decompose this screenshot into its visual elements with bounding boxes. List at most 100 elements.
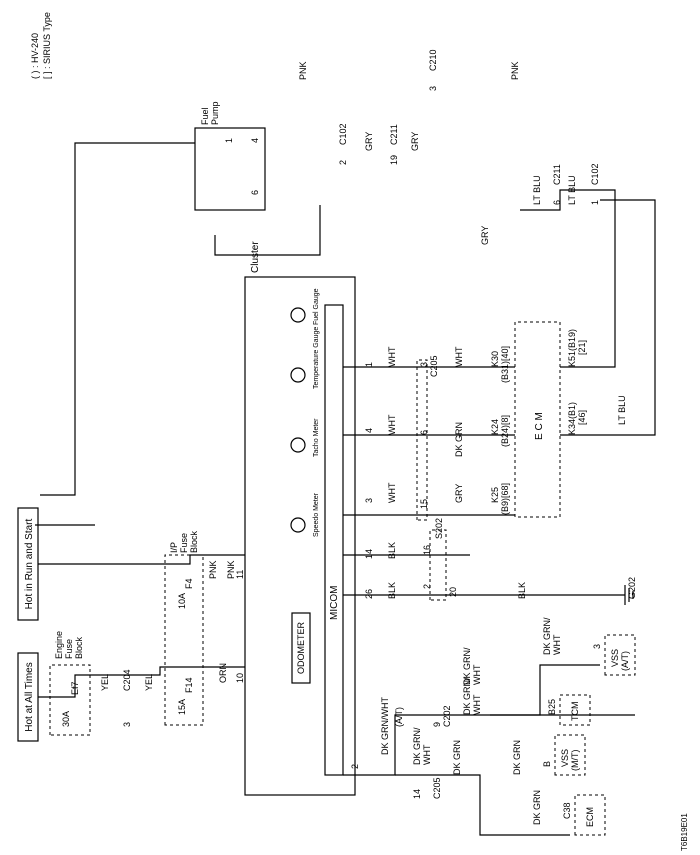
- wire-wht-ecm: WHT: [454, 346, 464, 367]
- wire-ltblu-top-2: LT BLU: [567, 175, 577, 205]
- fuse-f4-id: F4: [184, 578, 194, 589]
- wire-dkgrn-ecm: DK GRN: [454, 422, 464, 457]
- wire-blk-1: BLK: [387, 582, 397, 599]
- c205-label: C205: [429, 355, 439, 377]
- legend-round: ( ) : HV-240: [30, 33, 40, 79]
- wire-dkgrn-mt: DK GRN: [512, 740, 522, 775]
- wire-pnk-1: PNK: [208, 560, 218, 579]
- fuse-f14-id: F14: [184, 677, 194, 693]
- wire-pnk-top-1: PNK: [298, 61, 308, 80]
- fuel-pump-label-1: Fuel: [200, 107, 210, 125]
- ip-fuse-block: [164, 554, 204, 726]
- c211-label-right: C211: [552, 164, 562, 185]
- s202-pin-16: 16: [422, 545, 432, 555]
- ecm-small-box: [574, 794, 606, 836]
- c211-pin-6: 6: [552, 200, 562, 205]
- ecm-block: [514, 321, 561, 518]
- c211-label-top: C211: [389, 124, 399, 145]
- vss-at-label-1: VSS: [610, 649, 620, 667]
- wire-ltblu-ecm: LT BLU: [617, 395, 627, 425]
- wire-gry-top: GRY: [364, 132, 374, 151]
- cluster-pin-2: 2: [350, 764, 360, 769]
- c102-label-right: C102: [590, 163, 600, 185]
- wire-pnk-2: PNK: [226, 560, 236, 579]
- cluster-pin-11: 11: [235, 570, 245, 579]
- wire-dkgrnwht-at: DK GRN/WHT: [380, 697, 390, 755]
- c205-pin-14: 14: [412, 789, 422, 799]
- wire-pnk-top-2: PNK: [510, 61, 520, 80]
- wire-wht-1: WHT: [387, 346, 397, 367]
- wire-gry-mid: GRY: [480, 226, 490, 245]
- c210-label: C210: [428, 49, 438, 71]
- wire-yel-2: YEL: [144, 674, 154, 691]
- vss-mt-label-1: VSS: [560, 749, 570, 767]
- c210-pin: 3: [428, 86, 438, 91]
- conn-c204-pin: 3: [122, 722, 132, 727]
- cluster-pin-3: 3: [364, 498, 374, 503]
- c102-pin-1: 1: [590, 200, 600, 205]
- c102-label-top: C102: [338, 123, 348, 145]
- wire-ltblu-top: LT BLU: [532, 175, 542, 205]
- wire-dkgrnwht-c1: DK GRN/: [462, 647, 472, 685]
- wire-gry-top-2: GRY: [410, 132, 420, 151]
- s202-pin-20: 20: [448, 587, 458, 597]
- figure-code: T6B19E01: [680, 813, 689, 851]
- wire-dkgrn-ecm-small: DK GRN: [532, 790, 542, 825]
- hot-in-run-start-label: Hot in Run and Start: [24, 518, 35, 609]
- engine-fuse-block: [49, 664, 91, 736]
- wire-dkgrn-lower: DK GRN: [452, 740, 462, 775]
- ecm-small-label: ECM: [585, 807, 595, 827]
- c205-connector: [416, 359, 428, 521]
- ecm-k24-1: K24: [490, 419, 500, 435]
- wire-dkgrnwht-d1: DK GRN/: [542, 617, 552, 655]
- s202-pin-2: 2: [422, 584, 432, 589]
- cluster-pin-14: 14: [364, 549, 374, 559]
- ecm-k30-1: K30: [490, 351, 500, 367]
- fuse-f4-amp: 10A: [177, 593, 187, 609]
- c102-pin-2: 2: [338, 160, 348, 165]
- ip-fuse-label-2: Fuse: [179, 533, 189, 553]
- wire-at: (A/T): [394, 707, 404, 727]
- vss-mt-box: [554, 734, 586, 776]
- fp-pin-6: 6: [250, 190, 260, 195]
- temperature-gauge-icon: [290, 367, 306, 383]
- vss-at-label-2: (A/T): [620, 651, 630, 671]
- ecm-k51-1: K51(B19): [567, 329, 577, 367]
- c205-label-2: C205: [432, 777, 442, 799]
- c205-pin-3: 3: [419, 362, 429, 367]
- engine-fuse-label-2: Fuse: [64, 639, 74, 659]
- c202-label: C202: [442, 705, 452, 727]
- vss-mt-label-2: (M/T): [570, 750, 580, 772]
- c205-pin-15: 15: [419, 499, 429, 509]
- fuel-gauge-icon: [290, 307, 306, 323]
- wire-dkgrnwht-a2: WHT: [422, 744, 432, 765]
- vss-at-pin: 3: [592, 644, 602, 649]
- fuel-pump-label-2: Pump: [210, 101, 220, 125]
- engine-fuse-label-1: Engine: [54, 631, 64, 659]
- wire-wht-3: WHT: [387, 482, 397, 503]
- wire-yel-1: YEL: [100, 674, 110, 691]
- engine-fuse-label-3: Block: [74, 636, 84, 659]
- wire-dkgrnwht-d2: WHT: [552, 634, 562, 655]
- odometer-box: [291, 612, 311, 684]
- ecm-k25-2: (B9)[68]: [500, 483, 510, 515]
- wire-blk-3: BLK: [517, 582, 527, 599]
- wire-wht-4: WHT: [387, 414, 397, 435]
- wire-dkgrnwht-c2: WHT: [472, 664, 482, 685]
- wire-gry-ecm: GRY: [454, 484, 464, 503]
- cluster-pin-26: 26: [364, 589, 374, 599]
- tacho-label: Tacho Meter: [313, 418, 320, 457]
- ground-icon: [624, 585, 634, 605]
- tcm-label: TCM: [570, 702, 580, 722]
- ecm-k51-2: [21]: [577, 340, 587, 355]
- temperature-label: Temperature Gauge: [313, 327, 320, 389]
- cluster-pin-10: 10: [235, 673, 245, 683]
- micom-label: MICOM: [329, 586, 340, 620]
- vss-at-box: [604, 634, 636, 676]
- ip-fuse-label-3: Block: [189, 530, 199, 553]
- wire-blk-2: BLK: [387, 542, 397, 559]
- s202-splice: [429, 529, 447, 601]
- fuse-f14-amp: 15A: [177, 699, 187, 715]
- c202-pin-b25: B25: [547, 699, 557, 715]
